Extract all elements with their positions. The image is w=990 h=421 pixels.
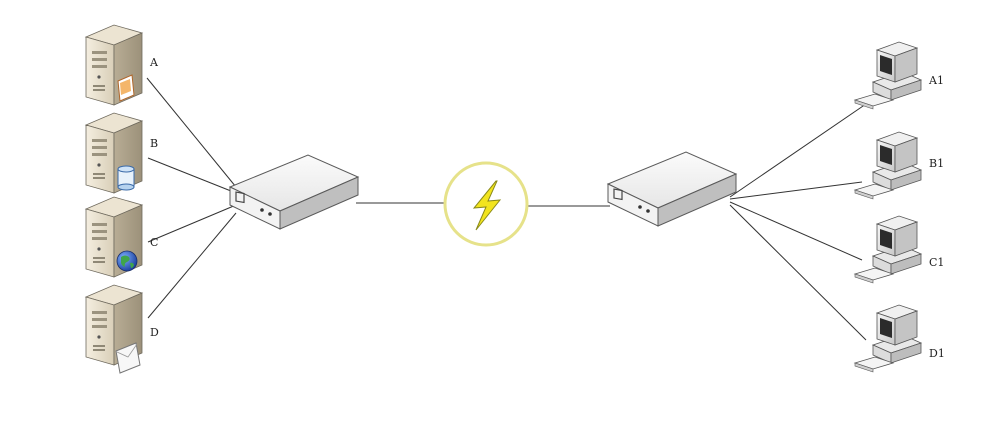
server-b[interactable] (85, 112, 143, 194)
client-label-d1: D1 (929, 347, 945, 360)
client-label-b1: B1 (929, 157, 944, 170)
client-label-a1: A1 (928, 74, 944, 87)
server-c[interactable] (85, 196, 143, 278)
router-left[interactable] (229, 154, 359, 230)
database-icon (117, 165, 135, 191)
client-a1[interactable] (854, 41, 922, 110)
link-client-d1 (729, 204, 867, 341)
link-client-b1 (729, 181, 863, 200)
connection-lines (146, 77, 867, 341)
wan-link (443, 161, 529, 247)
globe-icon (116, 250, 138, 272)
client-label-c1: C1 (929, 256, 944, 269)
link-client-c1 (729, 201, 863, 261)
server-label-c: C (150, 236, 158, 249)
router-right[interactable] (607, 151, 737, 227)
document-icon (117, 74, 135, 102)
link-server-d (147, 212, 237, 319)
lightning-icon (472, 180, 502, 231)
client-b1[interactable] (854, 131, 922, 200)
server-a[interactable] (85, 24, 143, 106)
link-client-a1 (729, 103, 867, 198)
link-server-a (146, 77, 237, 188)
server-d[interactable] (85, 284, 143, 374)
client-c1[interactable] (854, 215, 922, 284)
link-server-b (147, 157, 237, 194)
server-label-d: D (150, 326, 159, 339)
server-label-b: B (150, 137, 158, 150)
mail-icon (115, 342, 141, 374)
server-label-a: A (149, 56, 159, 69)
link-server-c (147, 204, 237, 243)
